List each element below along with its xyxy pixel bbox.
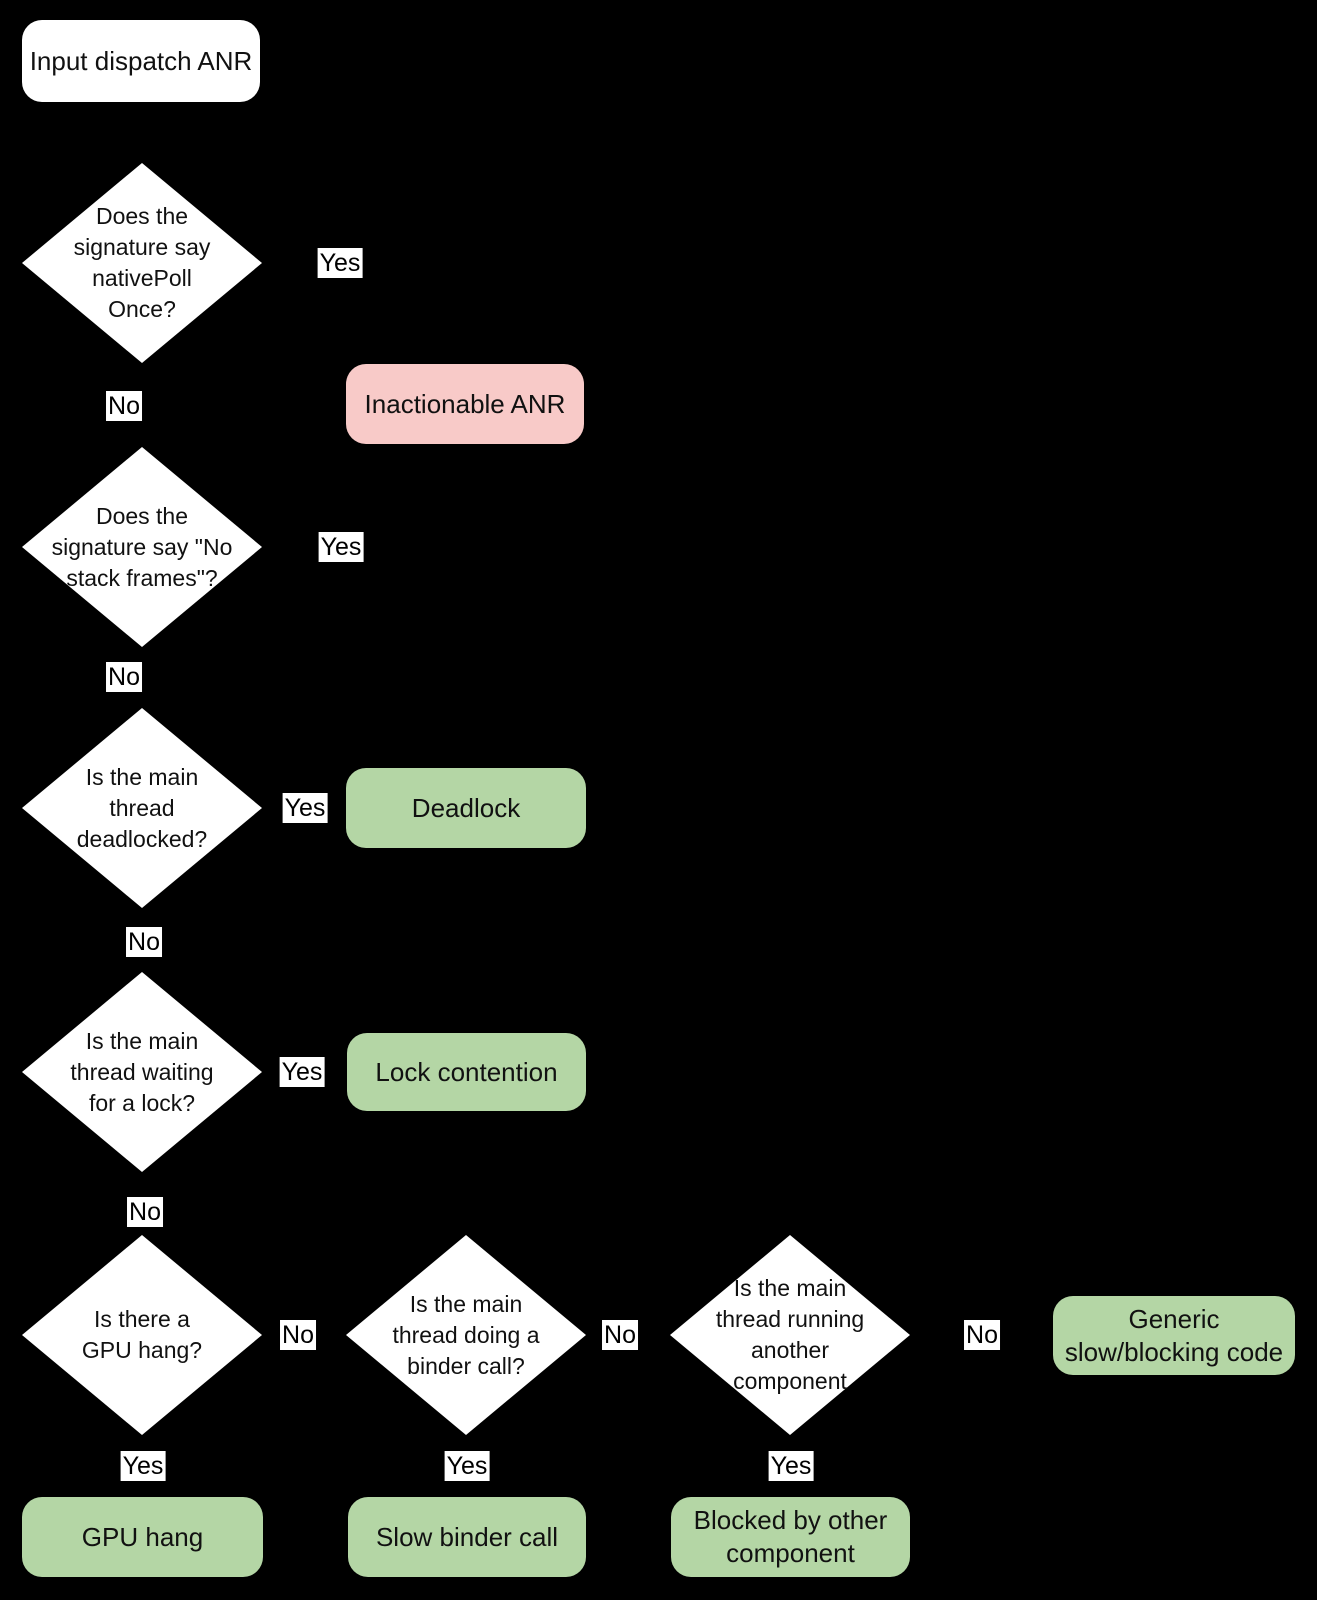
decision-main-thread-deadlocked: Is the main thread deadlocked? [22, 708, 262, 908]
outcome-deadlock: Deadlock [346, 768, 586, 848]
edge-label-yes-nativepoll: Yes [317, 248, 363, 278]
decision-binder-call: Is the main thread doing a binder call? [346, 1235, 586, 1435]
edge-label-yes-another-component: Yes [768, 1451, 814, 1481]
decision-main-thread-waiting-for-lock: Is the main thread waiting for a lock? [22, 972, 262, 1172]
decision-nativepoll-once: Does the signature say nativePoll Once? [22, 163, 262, 363]
edge-label-no-deadlocked: No [126, 927, 162, 957]
edge-label-yes-gpu-hang: Yes [120, 1451, 166, 1481]
outcome-generic-slow-blocking-code: Generic slow/blocking code [1053, 1296, 1295, 1375]
decision-gpu-hang: Is there a GPU hang? [22, 1235, 262, 1435]
edge-label-no-waiting-for-lock: No [127, 1197, 163, 1227]
edge-label-no-another-component: No [964, 1320, 1000, 1350]
edge-label-yes-waiting-for-lock: Yes [279, 1057, 325, 1087]
edge-label-no-binder-call: No [602, 1320, 638, 1350]
outcome-inactionable-anr: Inactionable ANR [346, 364, 584, 444]
start-node: Input dispatch ANR [22, 20, 260, 102]
edge-label-yes-deadlocked: Yes [282, 793, 328, 823]
outcome-blocked-by-other-component: Blocked by other component [671, 1497, 910, 1577]
decision-no-stack-frames: Does the signature say "No stack frames"… [22, 447, 262, 647]
decision-running-another-component: Is the main thread running another compo… [670, 1235, 910, 1435]
edge-label-yes-binder-call: Yes [444, 1451, 490, 1481]
outcome-gpu-hang: GPU hang [22, 1497, 263, 1577]
edge-label-no-no-stack-frames: No [106, 662, 142, 692]
outcome-lock-contention: Lock contention [347, 1033, 586, 1111]
edge-label-yes-no-stack-frames: Yes [318, 532, 364, 562]
edge-label-no-gpu-hang: No [280, 1320, 316, 1350]
outcome-slow-binder-call: Slow binder call [348, 1497, 586, 1577]
edge-label-no-nativepoll: No [106, 391, 142, 421]
